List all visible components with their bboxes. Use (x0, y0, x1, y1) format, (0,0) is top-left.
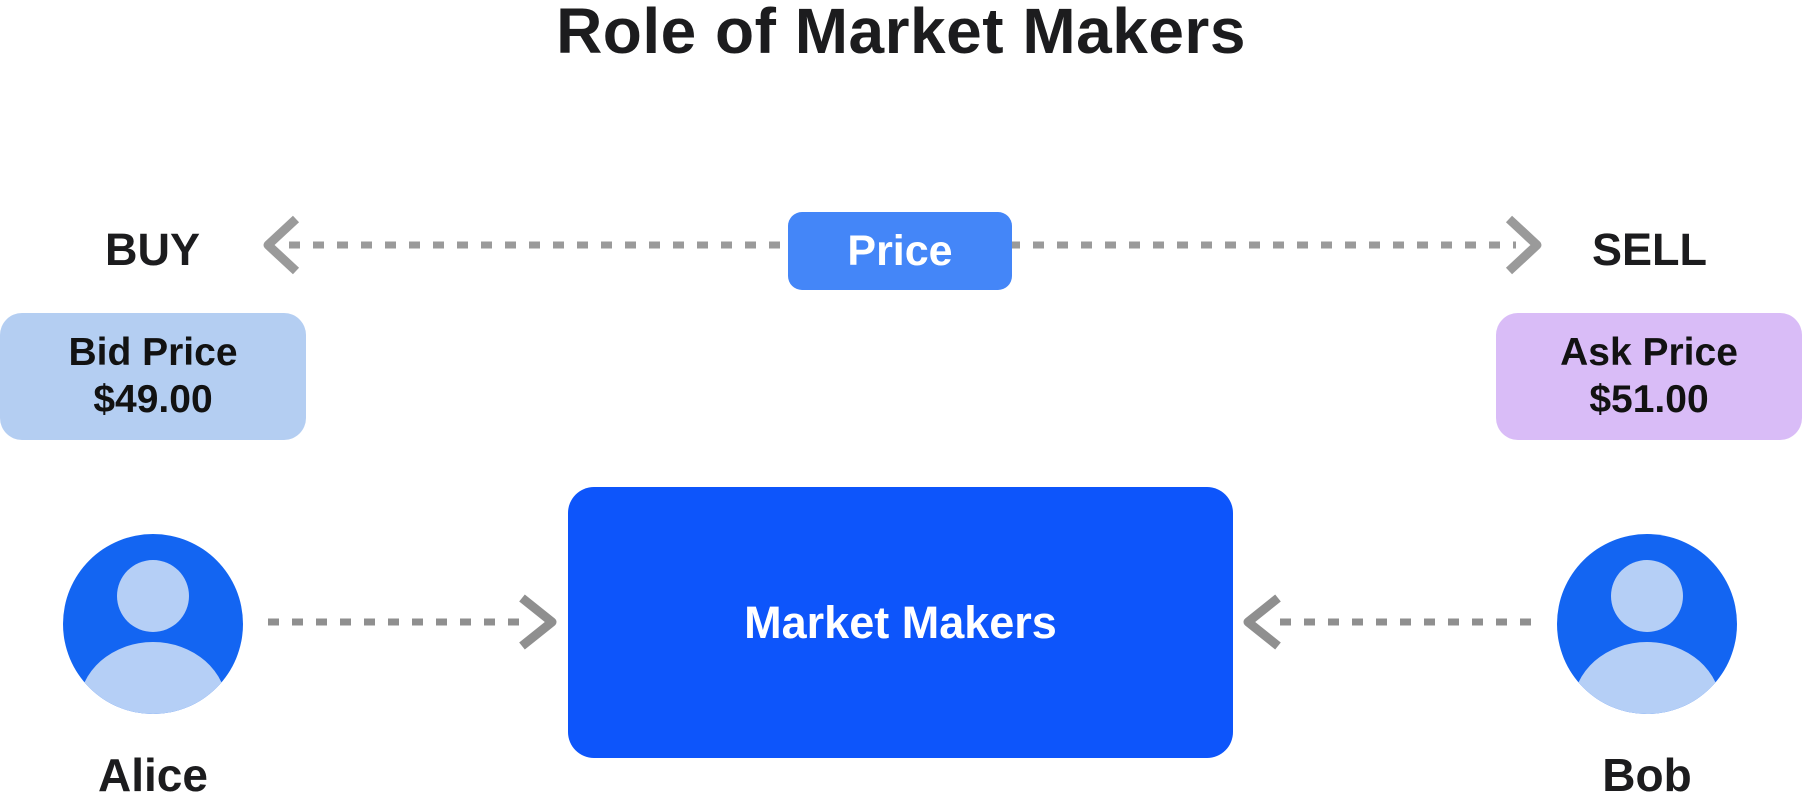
sell-label: SELL (1592, 224, 1708, 275)
bid-price-card: Bid Price $49.00 (0, 313, 306, 440)
avatar-shoulders (1573, 642, 1721, 714)
double-headed-dashed-arrow-icon (263, 215, 1542, 275)
market-makers-box: Market Makers (568, 487, 1233, 758)
page-title: Role of Market Makers (556, 0, 1246, 67)
user-avatar-icon (63, 534, 243, 714)
avatar-head (117, 560, 189, 632)
actor-name-alice: Alice (98, 749, 208, 793)
dashed-arrow-left-icon (1243, 594, 1535, 650)
bid-price-value: $49.00 (93, 377, 213, 421)
avatar-shoulders (79, 642, 227, 714)
ask-price-value: $51.00 (1589, 377, 1709, 421)
price-badge-label: Price (847, 226, 953, 275)
ask-price-label: Ask Price (1560, 331, 1738, 375)
buy-label: BUY (105, 224, 201, 275)
actor-name-bob: Bob (1602, 749, 1692, 793)
price-badge: Price (788, 212, 1012, 290)
ask-price-card: Ask Price $51.00 (1496, 313, 1802, 440)
avatar-head (1611, 560, 1683, 632)
user-avatar-icon (1557, 534, 1737, 714)
dashed-arrow-right-icon (268, 594, 557, 650)
market-makers-label: Market Makers (744, 596, 1057, 648)
bid-price-label: Bid Price (68, 331, 238, 375)
